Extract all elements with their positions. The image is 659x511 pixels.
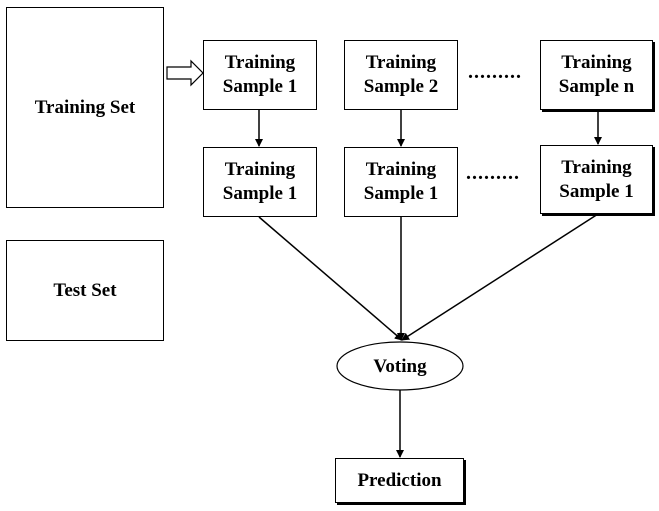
test-set-box: Test Set (6, 240, 164, 341)
sample-1-line2: Sample 1 (222, 76, 298, 97)
tree-2-line2: Sample 1 (363, 183, 439, 204)
voting-label: Voting (373, 356, 427, 377)
tree-n-line1: Training (561, 156, 632, 178)
training-set-label: Training Set (34, 96, 136, 118)
tree-box-2: Training Sample 1 (344, 147, 458, 217)
tree-box-n: Training Sample 1 (540, 145, 653, 214)
tree-n-line2: Sample 1 (559, 180, 634, 202)
test-set-label: Test Set (53, 279, 117, 301)
sample-box-n: Training Sample n (540, 40, 653, 110)
voting-label-wrap: Voting (337, 345, 463, 389)
sample-box-1: Training Sample 1 (203, 40, 317, 110)
sample-2-line1: Training (365, 52, 437, 73)
tree-1-line2: Sample 1 (222, 183, 298, 204)
tree-box-1: Training Sample 1 (203, 147, 317, 217)
ellipsis-row1: ......... (468, 61, 522, 83)
ellipsis-row2: ......... (466, 162, 520, 184)
sample-2-line2: Sample 2 (363, 76, 439, 97)
training-set-box: Training Set (6, 7, 164, 208)
sample-n-line2: Sample n (558, 76, 635, 97)
hollow-arrow-icon (166, 59, 204, 87)
sample-box-2: Training Sample 2 (344, 40, 458, 110)
tree-2-line1: Training (365, 159, 437, 180)
tree-1-line1: Training (224, 159, 296, 180)
prediction-label: Prediction (357, 469, 442, 491)
arrow-treen-to-voting (401, 213, 599, 341)
sample-n-line1: Training (561, 52, 632, 73)
sample-1-line1: Training (224, 52, 296, 73)
arrow-tree1-to-voting (258, 216, 403, 341)
prediction-box: Prediction (335, 458, 464, 503)
